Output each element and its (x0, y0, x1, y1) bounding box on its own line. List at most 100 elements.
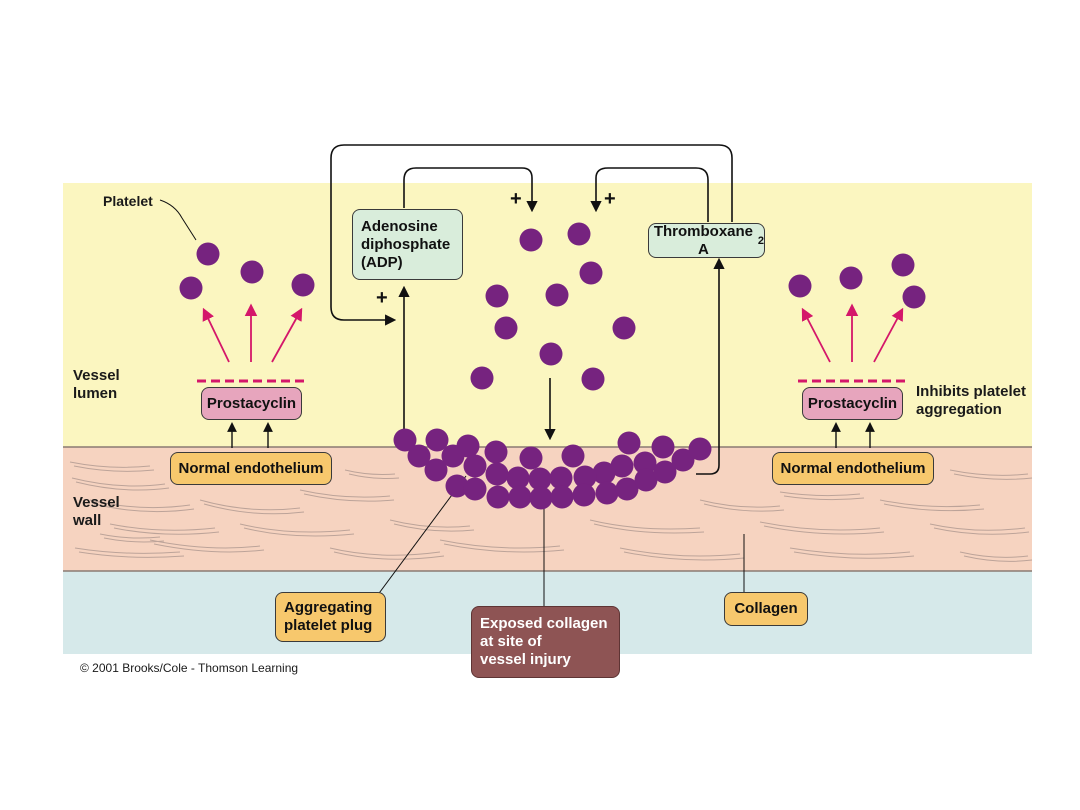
repel-arrow-left-1 (202, 307, 230, 363)
collagen-fiber-shadow-10 (333, 551, 445, 560)
collagen-fiber-shadow-23 (783, 495, 865, 501)
collagen-fiber-17 (789, 547, 911, 555)
normal-endothelium-box-right: Normal endothelium (772, 452, 934, 485)
repel-arrow-right-1 (801, 307, 831, 363)
platelet-1 (196, 242, 220, 266)
platelet-15 (788, 274, 812, 298)
collagen-fiber-shadow-13 (593, 523, 705, 534)
collagen-fiber-shadow-5 (78, 551, 185, 558)
collagen-fiber-shadow-8 (243, 527, 355, 537)
platelet-47 (572, 483, 596, 507)
platelet-31 (651, 435, 675, 459)
platelet-5 (519, 228, 543, 252)
platelet-51 (653, 460, 677, 484)
platelet-39 (528, 467, 552, 491)
prostacyclin-box-right: Prostacyclin (802, 387, 903, 420)
collagen-fiber-11 (389, 519, 471, 528)
collagen-fiber-19 (929, 523, 1026, 531)
adp-box: Adenosine diphosphate (ADP) (352, 209, 463, 280)
collagen-fiber-shadow-14 (623, 551, 745, 561)
collagen-fiber-18 (879, 499, 981, 508)
collagen-fiber-12 (439, 539, 561, 549)
exposed-collagen-box: Exposed collagen at site of vessel injur… (471, 606, 620, 678)
platelet-46 (550, 485, 574, 509)
platelet-leader-line (159, 199, 197, 241)
platelet-11 (612, 316, 636, 340)
inhibits-aggregation-label: Inhibits platelet aggregation (916, 383, 1027, 418)
platelet-10 (494, 316, 518, 340)
collagen-fibers (69, 461, 1033, 562)
plug-leader-line (373, 475, 467, 601)
platelet-33 (671, 448, 695, 472)
collagen-fiber-24 (99, 533, 161, 539)
platelet-18 (902, 285, 926, 309)
collagen-fiber-2 (71, 477, 166, 487)
platelet-34 (633, 451, 657, 475)
collagen-box: Collagen (724, 592, 808, 626)
collagen-fiber-7 (199, 499, 301, 511)
collagen-fiber-13 (589, 519, 701, 530)
platelet-36 (592, 461, 616, 485)
platelet-9 (545, 283, 569, 307)
collagen-fiber-22 (344, 469, 396, 475)
collagen-fiber-shadow-20 (953, 473, 1033, 480)
collagen-fiber-shadow-11 (393, 523, 475, 532)
platelet-27 (445, 474, 469, 498)
collagen-fiber-8 (239, 523, 351, 533)
collagen-fiber-shadow-2 (75, 481, 170, 491)
plug-to-thromboxane-arrow (696, 257, 725, 475)
collagen-fiber-shadow-19 (933, 527, 1030, 535)
platelet-48 (595, 481, 619, 505)
platelet-25 (424, 458, 448, 482)
collagen-fiber-shadow-7 (203, 503, 305, 515)
collagen-fiber-shadow-22 (348, 473, 400, 479)
platelet-label: Platelet (103, 193, 153, 209)
collagen-fiber-shadow-12 (443, 543, 565, 553)
copyright-text: © 2001 Brooks/Cole - Thomson Learning (80, 661, 299, 675)
thromboxane-to-platelets-loop (590, 167, 709, 222)
plus-sign-adp-loop: + (510, 188, 522, 210)
collagen-fiber-shadow-24 (103, 537, 165, 543)
collagen-fiber-shadow-6 (153, 543, 265, 553)
collagen-fiber-shadow-3 (93, 503, 195, 513)
platelet-3 (240, 260, 264, 284)
platelet-37 (573, 465, 597, 489)
platelet-32 (688, 437, 712, 461)
platelet-41 (485, 462, 509, 486)
collagen-fiber-6 (149, 539, 261, 549)
collagen-fiber-15 (699, 499, 781, 508)
collagen-fiber-shadow-16 (763, 525, 885, 535)
platelet-14 (581, 367, 605, 391)
platelets-group (179, 222, 926, 510)
platelet-12 (539, 342, 563, 366)
platelet-6 (567, 222, 591, 246)
aggregating-plug-box: Aggregating platelet plug (275, 592, 386, 642)
prostacyclin-box-left: Prostacyclin (201, 387, 302, 420)
collagen-fiber-9 (299, 489, 391, 498)
platelet-7 (579, 261, 603, 285)
collagen-fiber-1 (69, 461, 151, 468)
thromboxane-subscript: 2 (757, 234, 764, 247)
collagen-fiber-shadow-1 (73, 465, 155, 472)
normal-endothelium-box-left: Normal endothelium (170, 452, 332, 485)
collagen-fiber-3 (89, 499, 191, 509)
platelet-16 (839, 266, 863, 290)
collagen-fiber-4 (109, 523, 216, 531)
platelet-24 (441, 444, 465, 468)
platelet-22 (484, 440, 508, 464)
platelet-42 (463, 477, 487, 501)
platelet-28 (519, 446, 543, 470)
repel-arrow-right-3 (873, 307, 904, 363)
platelet-49 (615, 477, 639, 501)
collagen-fiber-16 (759, 521, 881, 531)
collagen-fiber-shadow-4 (113, 527, 220, 535)
collagen-fiber-20 (949, 469, 1029, 476)
platelet-30 (617, 431, 641, 455)
repel-arrow-left-3 (271, 307, 303, 363)
collagen-fiber-shadow-21 (963, 555, 1033, 562)
platelet-43 (486, 485, 510, 509)
collagen-fiber-shadow-18 (883, 503, 985, 512)
platelet-38 (549, 466, 573, 490)
